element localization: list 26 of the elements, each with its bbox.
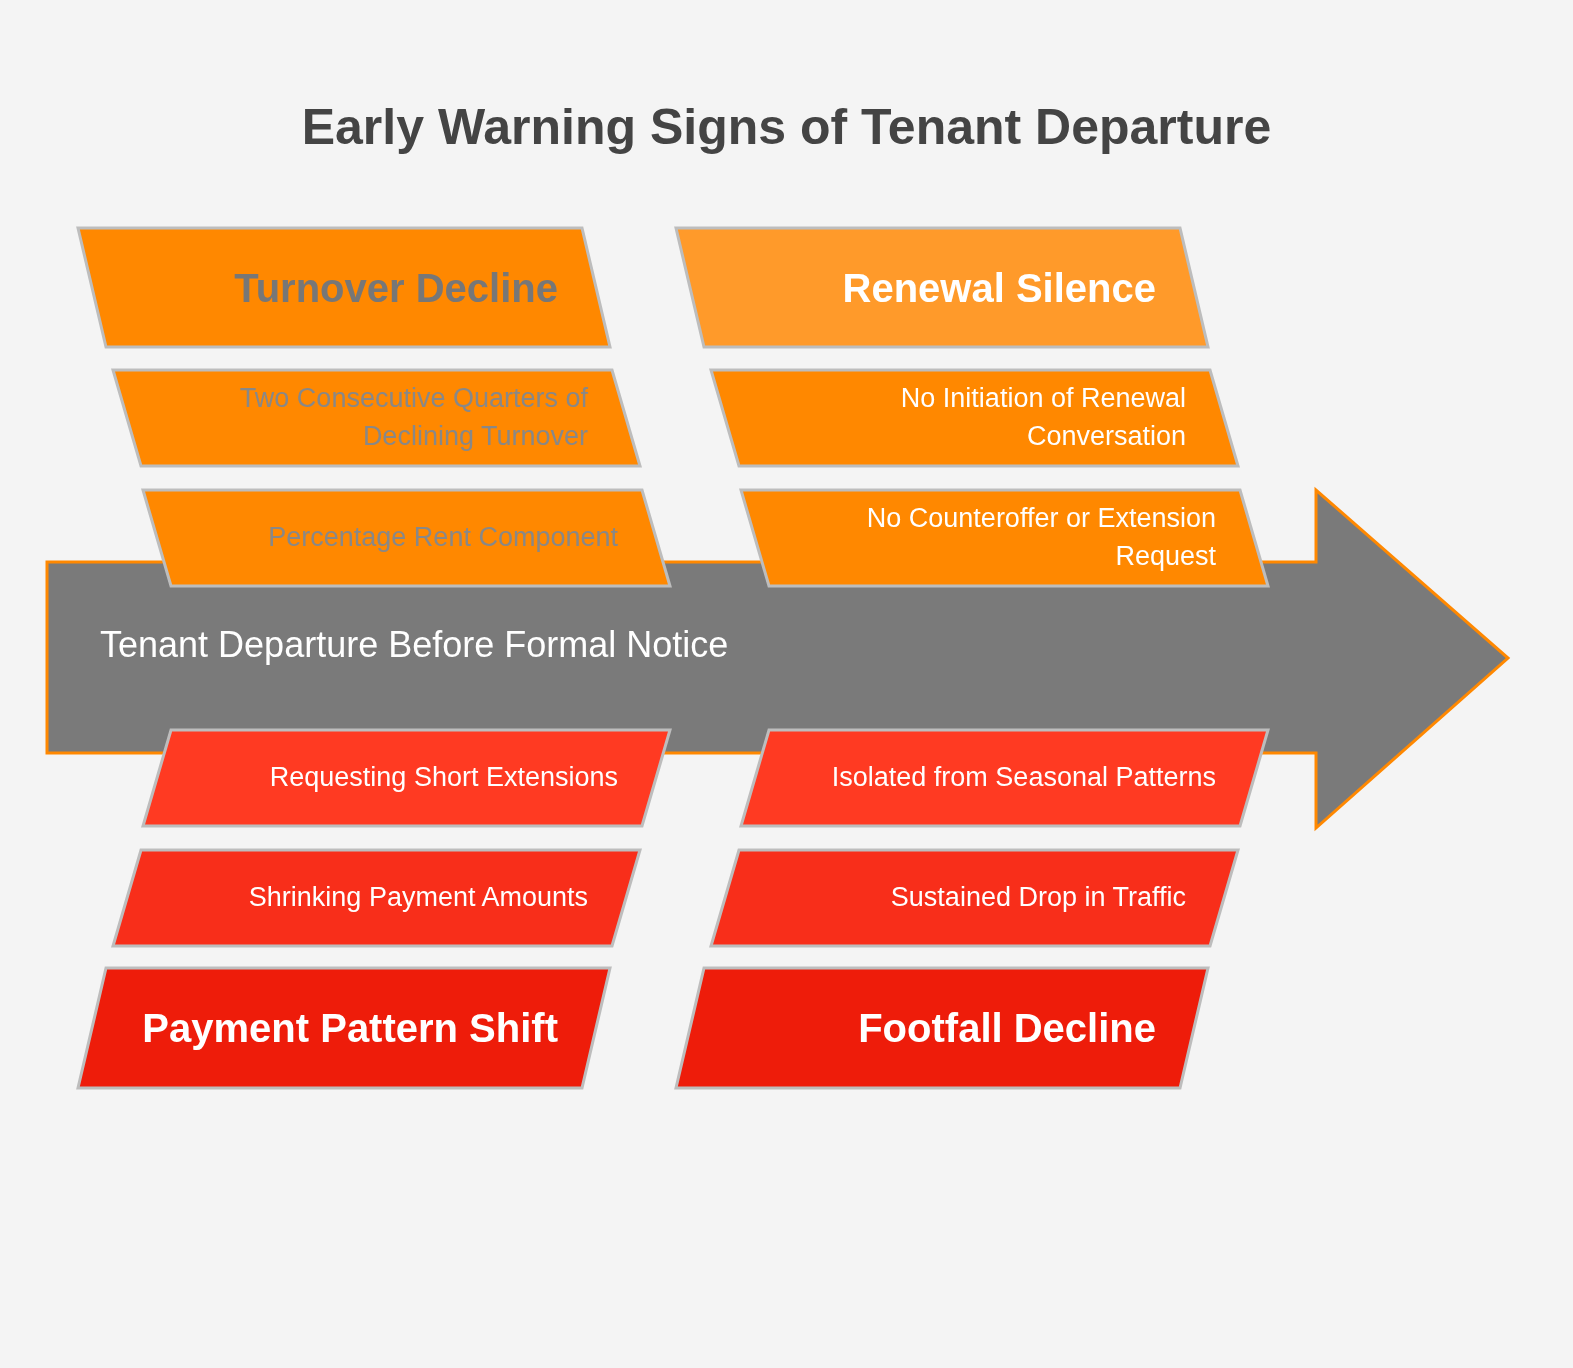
parallelogram-box <box>741 490 1268 586</box>
title: Early Warning Signs of Tenant Departure <box>300 98 1273 156</box>
category-heading: Payment Pattern Shift <box>142 1005 558 1052</box>
cause-text: Sustained Drop in Traffic <box>890 881 1186 915</box>
parallelogram-box <box>711 370 1238 466</box>
parallelogram-box <box>78 968 610 1088</box>
cause-text: Percentage Rent Component <box>268 521 618 555</box>
parallelogram-box <box>143 730 670 826</box>
cause-text: No Initiation of Renewal Conversation <box>899 382 1186 453</box>
spine-label: Tenant Departure Before Formal Notice <box>100 623 729 667</box>
parallelogram-box <box>143 490 670 586</box>
parallelogram-box <box>741 730 1268 826</box>
parallelogram-box <box>113 850 640 946</box>
category-heading: Footfall Decline <box>858 1005 1156 1052</box>
parallelogram-box <box>113 370 640 466</box>
parallelogram-box <box>78 228 610 347</box>
cause-text: Shrinking Payment Amounts <box>248 881 588 915</box>
cause-text: No Counteroffer or Extension Request <box>865 502 1216 573</box>
parallelogram-box <box>711 850 1238 946</box>
parallelogram-box <box>676 968 1208 1088</box>
cause-text: Isolated from Seasonal Patterns <box>831 761 1216 795</box>
category-heading: Turnover Decline <box>234 264 558 312</box>
cause-text: Requesting Short Extensions <box>269 761 618 795</box>
category-heading: Renewal Silence <box>842 264 1156 312</box>
parallelogram-box <box>676 228 1208 347</box>
cause-text: Two Consecutive Quarters of Declining Turnover <box>238 382 588 453</box>
